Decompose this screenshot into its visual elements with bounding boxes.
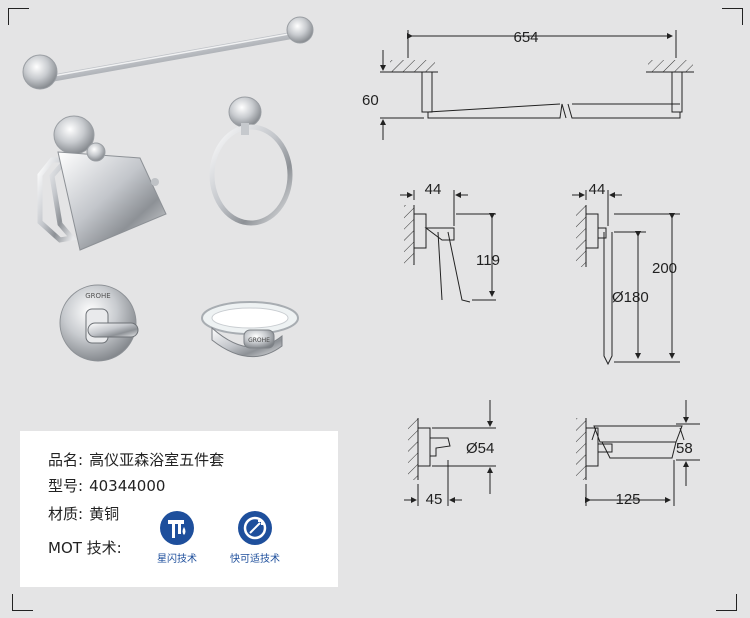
dim-towel-bar-width: 654 xyxy=(513,29,538,46)
spec-row-tech: MOT 技术: xyxy=(48,537,122,558)
badge-quickfix-label: 快可适技术 xyxy=(230,554,280,565)
crop-mark-bottom-right xyxy=(716,594,737,611)
technical-drawings: 654 60 44 119 xyxy=(362,29,700,508)
dim-soap-dish-height: 58 xyxy=(676,440,693,457)
dim-towel-bar-depth: 60 xyxy=(362,92,379,109)
paper-holder-drawing xyxy=(400,190,496,303)
crop-mark-top-left xyxy=(8,8,29,25)
badge-quickfix: 快可适技术 xyxy=(215,511,295,565)
badge-starlight-label: 星闪技术 xyxy=(157,554,197,565)
dim-ring-height: 200 xyxy=(652,260,677,277)
soap-dish-drawing xyxy=(576,400,700,506)
paper-holder-photo xyxy=(37,115,167,251)
model-value: 40344000 xyxy=(89,477,166,495)
product-photos: GROHE GROHE xyxy=(22,16,314,362)
crop-mark-bottom-left xyxy=(12,594,33,611)
model-label: 型号: xyxy=(48,477,84,495)
crop-mark-top-right xyxy=(722,8,743,25)
dim-soap-dish-width: 125 xyxy=(615,491,640,508)
name-value: 高仪亚森浴室五件套 xyxy=(89,451,225,469)
spec-row-material: 材质: 黄铜 xyxy=(48,503,119,524)
soap-dish-photo: GROHE xyxy=(201,301,299,358)
spec-row-model: 型号: 40344000 xyxy=(48,475,165,496)
towel-bar-photo xyxy=(22,16,314,90)
spec-row-name: 品名: 高仪亚森浴室五件套 xyxy=(48,449,224,470)
brush-drop-icon xyxy=(160,511,194,545)
dim-ring-diameter: Ø180 xyxy=(612,289,649,306)
spec-card: 品名: 高仪亚森浴室五件套 型号: 40344000 材质: 黄铜 MOT 技术: 星… xyxy=(20,431,338,587)
robe-hook-drawing xyxy=(404,400,496,506)
towel-ring-drawing xyxy=(572,190,680,366)
badge-starlight: 星闪技术 xyxy=(137,511,217,565)
dim-hook-depth: 45 xyxy=(426,491,443,508)
dim-paper-holder-height: 119 xyxy=(476,252,500,269)
name-label: 品名: xyxy=(48,451,84,469)
svg-text:GROHE: GROHE xyxy=(85,292,110,300)
quick-fix-icon xyxy=(238,511,272,545)
towel-ring-photo xyxy=(209,96,293,226)
dim-paper-holder-depth: 44 xyxy=(425,181,442,198)
tech-label: MOT 技术: xyxy=(48,539,122,557)
dim-hook-diameter: Ø54 xyxy=(466,440,494,457)
material-label: 材质: xyxy=(48,505,84,523)
robe-hook-photo: GROHE xyxy=(59,284,139,362)
towel-bar-drawing xyxy=(380,30,694,140)
svg-text:GROHE: GROHE xyxy=(248,337,270,344)
material-value: 黄铜 xyxy=(89,505,120,523)
dim-ring-depth: 44 xyxy=(589,181,606,198)
